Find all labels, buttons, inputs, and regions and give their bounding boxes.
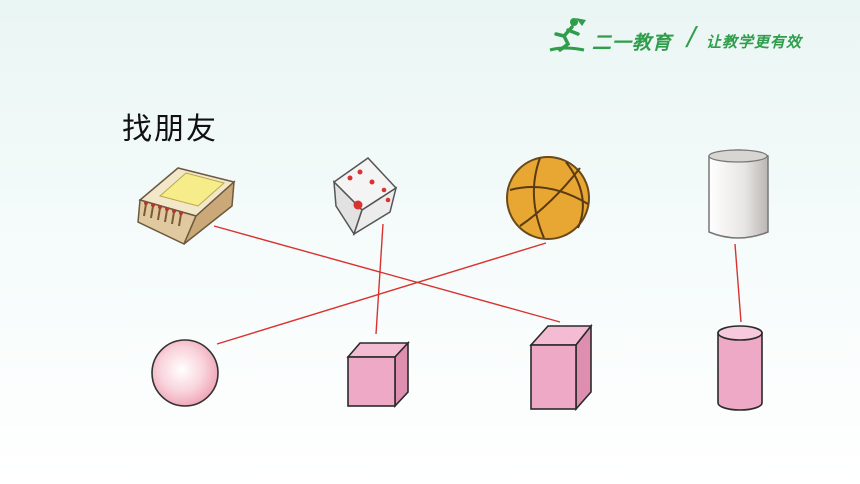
logo-divider: / (687, 22, 696, 52)
logo: 二一教育 / 让教学更有效 (544, 16, 844, 62)
brand-slogan: 让教学更有效 (706, 33, 803, 51)
cube-icon[interactable] (346, 340, 410, 409)
cuboid-icon[interactable] (529, 323, 593, 412)
matchbox-icon[interactable] (137, 167, 236, 246)
cylinder-icon[interactable] (717, 325, 763, 411)
slide-title: 找朋友 (122, 112, 218, 147)
connecting-lines (213, 223, 742, 345)
line-dice-cube (375, 223, 384, 335)
line-basketball-sphere (216, 242, 547, 345)
line-matchbox-cuboid (213, 225, 561, 323)
dice-icon[interactable] (332, 157, 398, 236)
sphere-icon[interactable] (151, 339, 219, 407)
basketball-icon[interactable] (506, 156, 590, 240)
paper-roll-icon[interactable] (708, 149, 769, 239)
runner-logo-icon (549, 18, 586, 52)
brand-name: 二一教育 (592, 32, 673, 54)
line-roll-cylinder (734, 243, 742, 323)
